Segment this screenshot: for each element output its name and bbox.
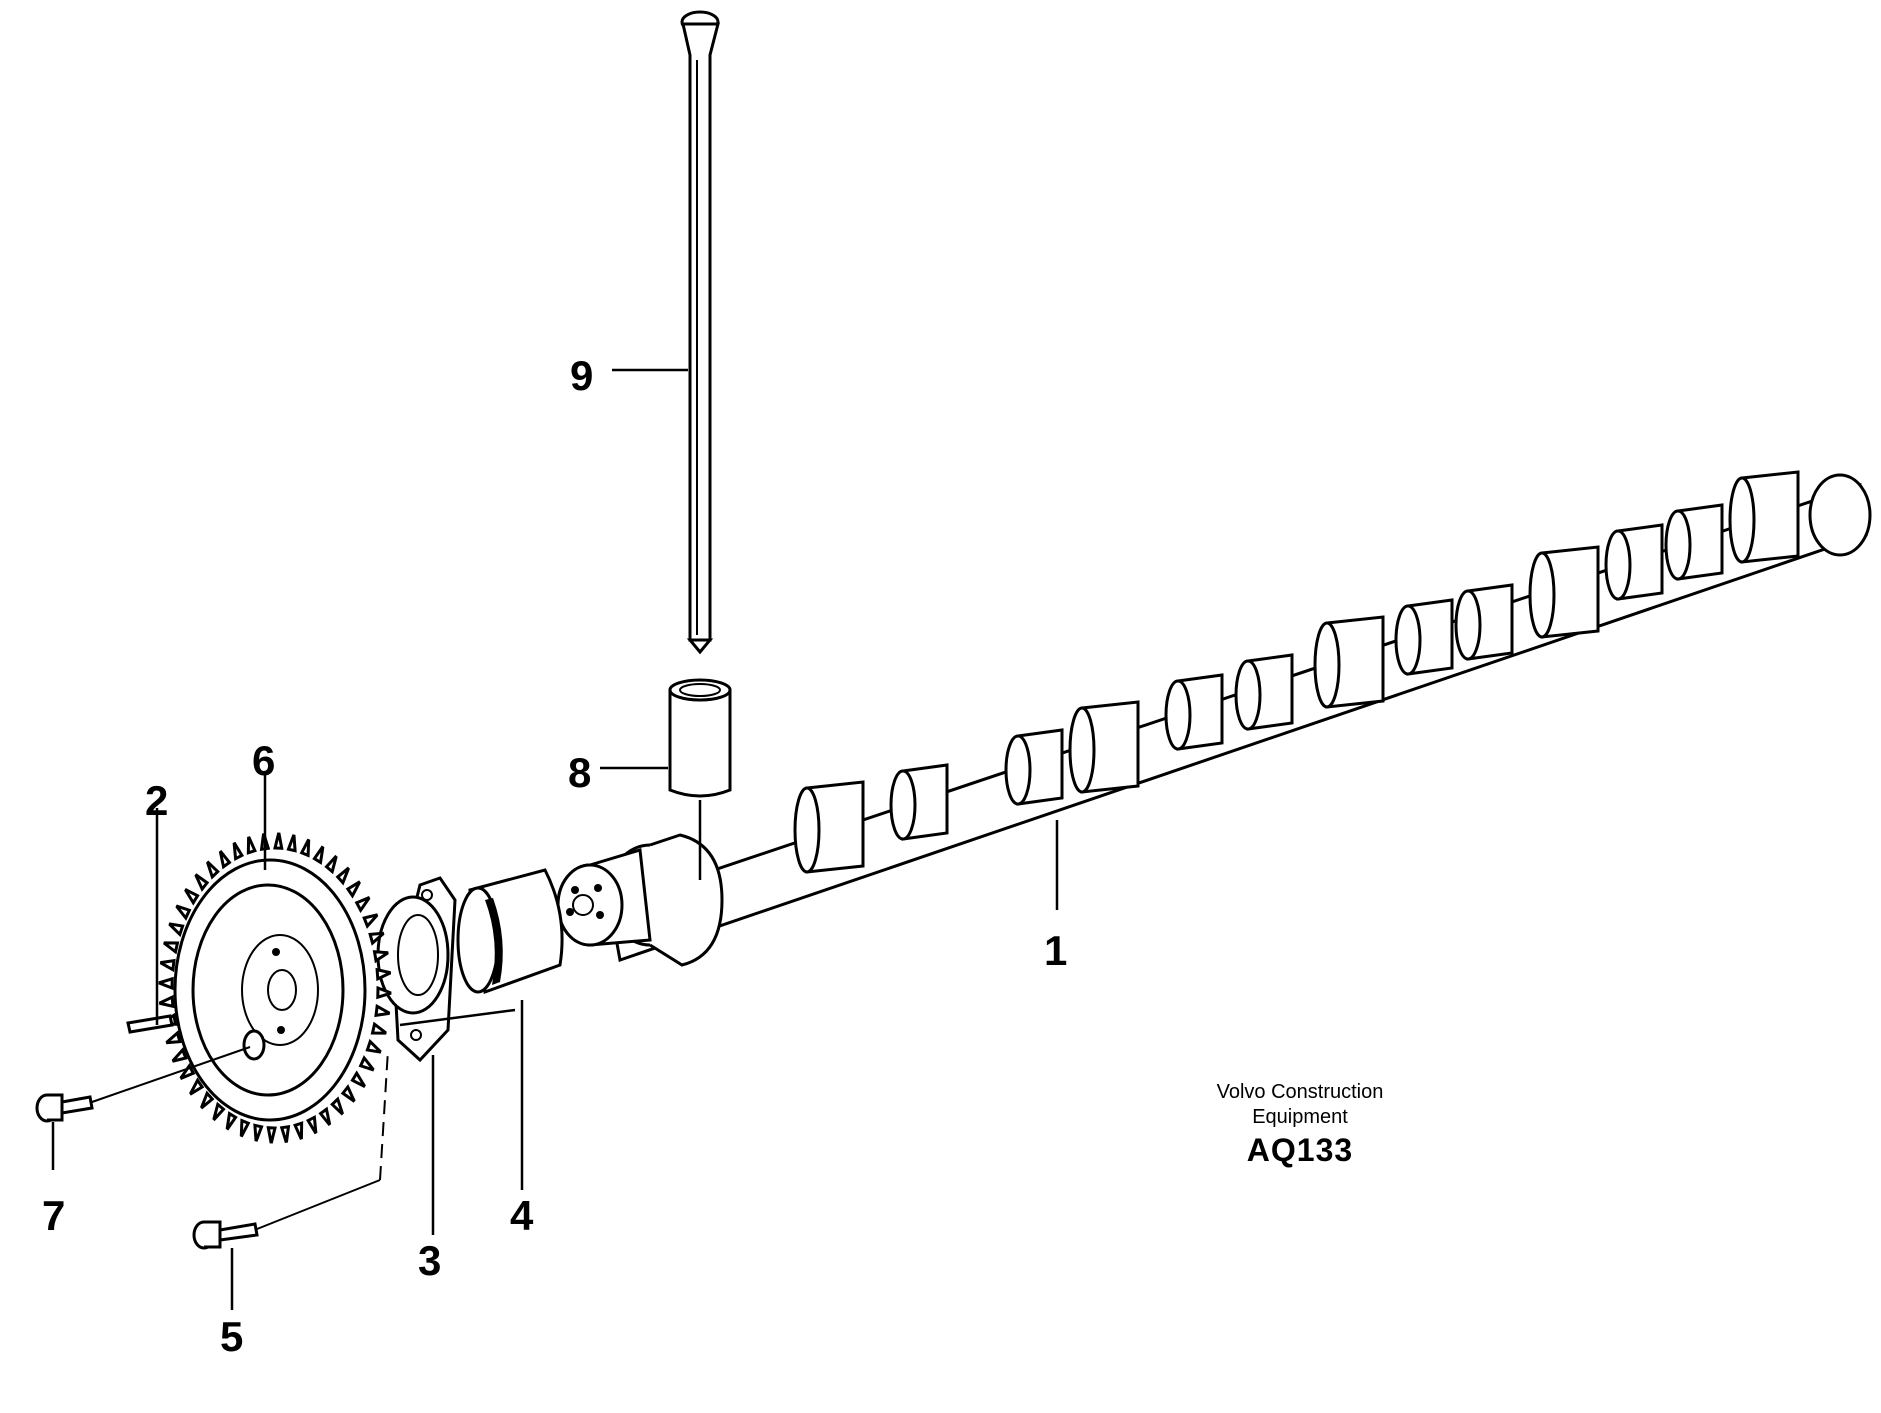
gear-tooth [273, 832, 284, 850]
callout-7: 7 [42, 1192, 66, 1239]
gear-tooth [365, 1038, 382, 1054]
gear-tooth [184, 888, 200, 906]
gear-tooth [299, 838, 311, 858]
thrust-flange [376, 876, 457, 1063]
cam-lobe-face [1394, 604, 1422, 676]
gear-bolt [35, 1046, 251, 1123]
gear-tooth [279, 1125, 291, 1143]
bushing [456, 868, 564, 995]
camshaft [556, 470, 1872, 967]
gear-tooth [286, 834, 297, 853]
woodruff-key [126, 1014, 174, 1034]
gear-tooth [218, 849, 232, 870]
cam-lobe-face [1004, 734, 1032, 806]
caption-company: Volvo Construction [1216, 1081, 1384, 1103]
gear-tooth [324, 854, 338, 875]
callout-8: 8 [568, 749, 592, 796]
caption-code: AQ133 [1246, 1132, 1354, 1168]
callout-2: 2 [145, 777, 169, 824]
gear-tooth [158, 994, 175, 1009]
caption-division: Equipment [1252, 1106, 1348, 1128]
gear-tooth [212, 1101, 226, 1122]
gear-tooth [372, 950, 389, 964]
callout-3: 3 [418, 1237, 442, 1284]
gear-tooth [374, 1003, 391, 1018]
diagram-caption: Volvo Construction Equipment AQ133 [1130, 1080, 1470, 1170]
gear-tooth [189, 1077, 205, 1096]
callout-5: 5 [220, 1313, 244, 1360]
gear-tooth [358, 1055, 375, 1072]
gear-tooth [354, 896, 371, 914]
gear-tooth [305, 1114, 318, 1135]
cam-lobe-face [1528, 551, 1556, 639]
cam-lobe-face [1664, 509, 1692, 581]
callout-1: 1 [1044, 927, 1068, 974]
gear-tooth [350, 1070, 366, 1088]
flange-bolt [192, 1049, 389, 1250]
push-rod [680, 10, 720, 655]
gear-tooth [335, 866, 350, 886]
gear-tooth [165, 1030, 182, 1045]
cam-lobe-face [1454, 589, 1482, 661]
gear-tooth [330, 1096, 344, 1116]
gear-tooth [175, 904, 192, 921]
gear-tooth [159, 958, 176, 973]
gear-tooth [200, 1090, 215, 1110]
cam-lobe-face [1068, 706, 1096, 794]
gear-tooth [362, 913, 379, 929]
cam-lobe-face [1604, 529, 1632, 601]
cam-lobe-face [1234, 659, 1262, 731]
cam-lobe-face [1313, 621, 1341, 709]
gear-tooth [168, 922, 185, 938]
tappet [668, 678, 732, 798]
gear-tooth [232, 841, 245, 861]
gear-tooth [253, 1123, 264, 1142]
cam-lobe-face [793, 786, 821, 874]
gear-tooth [312, 845, 325, 865]
cam-lobe-face [889, 769, 917, 841]
gear-tooth [376, 985, 392, 1000]
gear-tooth [225, 1111, 238, 1131]
gear-tooth [171, 1047, 188, 1063]
gear-tooth [246, 836, 257, 855]
callout-4: 4 [510, 1192, 534, 1239]
cam-lobe-face [1728, 476, 1756, 564]
callout-6: 6 [252, 737, 276, 784]
gear-tooth [266, 1126, 277, 1144]
callout-9: 9 [570, 352, 594, 399]
timing-gear [158, 832, 392, 1144]
gear-tooth [370, 1021, 387, 1035]
gear-tooth [239, 1118, 251, 1138]
gear-tooth [206, 860, 220, 880]
gear-tooth [318, 1106, 332, 1127]
gear-tooth [345, 880, 361, 899]
gear-tooth [158, 976, 174, 991]
gear-tooth [293, 1121, 304, 1140]
gear-tooth [368, 931, 385, 946]
gear-tooth [194, 873, 210, 892]
gear-tooth [340, 1084, 356, 1103]
gear-tooth [375, 967, 392, 982]
gear-tooth [163, 941, 180, 955]
leader-lines [51, 368, 1059, 1310]
cam-lobe-face [1164, 679, 1192, 751]
